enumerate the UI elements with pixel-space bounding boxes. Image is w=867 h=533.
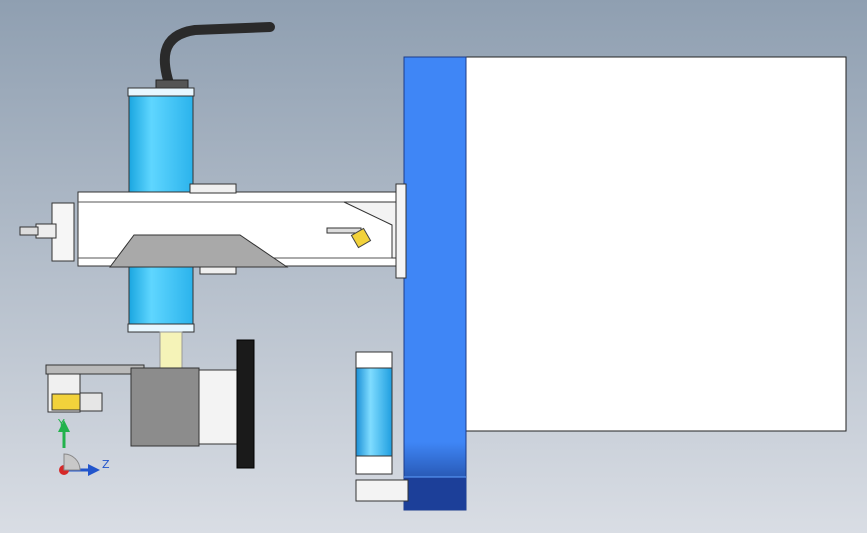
beam-bracket-top: [189, 183, 237, 194]
housing-adapter: [198, 369, 240, 445]
coordinate-axes-icon: Y Z: [57, 417, 110, 476]
small-cylinder-cap-top: [355, 351, 393, 369]
motor-housing[interactable]: [130, 367, 200, 447]
small-cylinder-base: [355, 479, 409, 502]
handwheel-knob[interactable]: [19, 226, 39, 236]
small-cylinder[interactable]: [355, 367, 393, 457]
sensor-plate: [45, 364, 145, 375]
grinding-wheel[interactable]: [236, 339, 255, 469]
cylinder-cap-top: [127, 87, 195, 97]
light-column: [159, 331, 183, 369]
frame-column[interactable]: [403, 56, 467, 511]
sensor-yellow: [51, 393, 81, 411]
deflector-plate: [109, 234, 289, 268]
handwheel-shaft: [35, 223, 57, 239]
cylinder-cap-bottom: [127, 323, 195, 333]
machine-panel[interactable]: [465, 56, 847, 432]
yellow-marker: [350, 227, 372, 249]
beam-flange: [395, 183, 407, 279]
small-cylinder-cap-bottom: [355, 455, 393, 475]
sensor-connector: [79, 392, 103, 412]
axis-y-label: Y: [57, 417, 65, 430]
beam-slot: [326, 227, 362, 234]
axis-z-label: Z: [102, 458, 110, 471]
frame-base: [404, 477, 466, 510]
